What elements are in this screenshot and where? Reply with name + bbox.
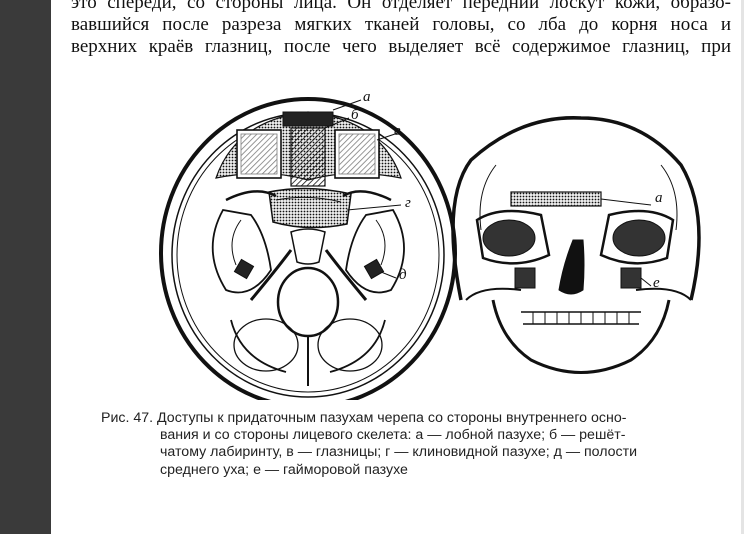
label-b-skull-base: б [351,107,359,123]
skull-base-drawing [159,97,457,400]
label-e-frontal: е [653,275,660,291]
caption-line: Рис. 47. Доступы к придаточным пазухам ч… [101,410,627,426]
figure-47-illustration [159,97,701,400]
body-line: верхних краёв глазниц, после чего выделя… [71,36,731,57]
figure-caption: Рис. 47. Доступы к придаточным пазухам ч… [101,410,701,479]
label-g-skull-base: г [405,195,411,211]
document-page: это спереди, со стороны лица. Он отделяе… [51,0,741,534]
body-line: это спереди, со стороны лица. Он отделяе… [71,0,731,13]
label-a-skull-base: а [363,89,371,105]
caption-line: среднего уха; е — гайморовой пазухе [160,461,408,478]
body-line: вавшийся после разреза мягких тканей гол… [71,14,731,35]
label-d-skull-base: д [399,267,407,283]
label-a-frontal: а [655,190,663,206]
caption-line: чатому лабиринту, в — глазницы; г — клин… [160,444,638,461]
label-v-skull-base: в [394,123,401,139]
caption-line: вания и со стороны лицевого скелета: а —… [160,427,626,444]
skull-frontal-drawing [451,116,701,374]
viewer-left-sidebar [0,0,51,534]
page-right-edge [741,0,744,534]
body-paragraph: это спереди, со стороны лица. Он отделяе… [71,0,731,58]
